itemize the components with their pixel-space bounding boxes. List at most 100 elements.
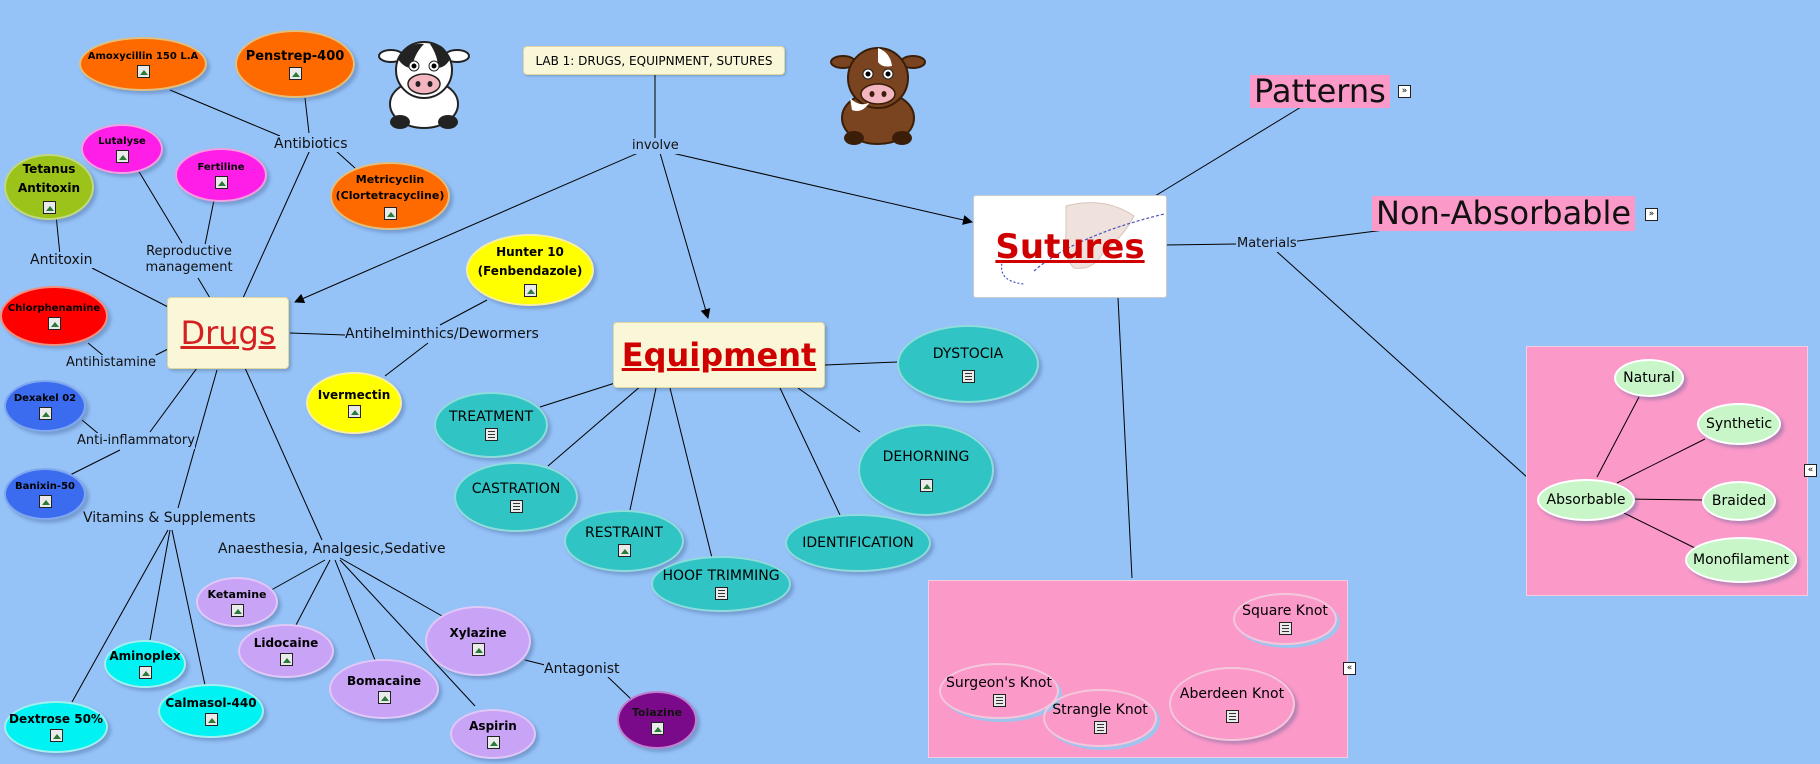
drug-hunter-label: Hunter 10 (Fenbendazole) [477,245,583,278]
map-title[interactable]: LAB 1: DRUGS, EQUIPNMENT, SUTURES [523,46,785,75]
drug-aspirin-label: Aspirin [469,719,517,733]
drug-amoxycillin-label: Amoxycillin 150 L.A [87,50,199,62]
image-icon[interactable] [347,405,361,418]
drug-amoxycillin[interactable]: Amoxycillin 150 L.A [79,37,207,91]
drug-bomacaine[interactable]: Bomacaine [329,659,439,719]
image-icon[interactable] [650,721,664,735]
link-vitamins[interactable]: Vitamins & Supplements [83,510,256,526]
link-antiinflammatory[interactable]: Anti-inflammatory [77,433,195,449]
drug-hunter[interactable]: Hunter 10 (Fenbendazole) [466,234,594,306]
equipment-hoof-label: HOOF TRIMMING [662,568,780,584]
link-antihelminthics[interactable]: Antihelminthics/Dewormers [345,326,539,342]
image-icon[interactable] [49,729,63,742]
drug-lutalyse[interactable]: Lutalyse [81,124,163,174]
drug-chlorphenamine[interactable]: Chlorphenamine [0,286,108,346]
drug-metricyclin[interactable]: Metricyclin (Clortetracycline) [330,162,450,230]
drugs-title: Drugs [180,314,276,352]
drug-fertiline-label: Fertiline [197,161,245,173]
document-icon[interactable] [509,500,523,513]
concept-non-absorbable[interactable]: Non-Absorbable [1372,196,1636,231]
document-icon[interactable] [961,369,975,383]
cow-brown-image [830,47,926,145]
image-icon[interactable] [38,494,52,508]
image-icon[interactable] [471,643,485,656]
image-icon[interactable] [115,149,129,163]
suture-absorbable[interactable]: Absorbable [1537,479,1635,521]
sutures-title: Sutures [995,226,1145,267]
document-icon[interactable] [484,428,498,441]
image-icon[interactable] [617,544,631,557]
expand-patterns-icon[interactable]: » [1398,85,1411,98]
image-icon[interactable] [279,653,293,666]
image-icon[interactable] [486,736,500,749]
suture-braided-label: Braided [1711,493,1767,509]
equipment-dehorning[interactable]: DEHORNING [858,424,994,516]
concept-drugs[interactable]: Drugs [167,297,289,369]
image-icon[interactable] [214,175,228,189]
suture-natural[interactable]: Natural [1614,359,1684,397]
link-materials[interactable]: Materials [1237,236,1297,252]
document-icon[interactable] [1278,622,1292,635]
document-icon[interactable] [992,694,1006,707]
image-icon[interactable] [136,64,150,78]
suture-synthetic[interactable]: Synthetic [1697,403,1781,445]
drug-dexakel[interactable]: Dexakel 02 [4,380,86,432]
knot-square[interactable]: Square Knot [1233,593,1337,645]
drug-banixin[interactable]: Banixin-50 [4,468,86,520]
image-icon[interactable] [47,316,61,330]
document-icon[interactable] [1225,709,1239,723]
expand-non-absorbable-icon[interactable]: » [1645,208,1658,221]
drug-aspirin[interactable]: Aspirin [450,709,536,759]
collapse-absorbable-icon[interactable]: « [1804,464,1817,477]
equipment-restraint[interactable]: RESTRAINT [564,510,684,572]
knot-surgeons[interactable]: Surgeon's Knot [939,663,1059,719]
document-icon[interactable] [1093,721,1107,734]
knot-aberdeen[interactable]: Aberdeen Knot [1169,667,1295,741]
drug-tetanus-antitoxin[interactable]: Tetanus Antitoxin [4,154,94,220]
drug-lidocaine[interactable]: Lidocaine [238,624,334,678]
equipment-identification[interactable]: IDENTIFICATION [785,514,931,572]
drug-aminoplex[interactable]: Aminoplex [104,640,186,688]
drug-penstrep[interactable]: Penstrep-400 [235,30,355,98]
suture-monofilament[interactable]: Monofilament [1685,537,1797,583]
drug-ketamine[interactable]: Ketamine [196,577,278,627]
image-icon[interactable] [138,666,152,679]
image-icon[interactable] [204,713,218,726]
concept-patterns[interactable]: Patterns [1250,75,1390,108]
equipment-hoof-trimming[interactable]: HOOF TRIMMING [651,556,791,612]
link-antibiotics[interactable]: Antibiotics [274,136,348,152]
suture-braided[interactable]: Braided [1702,481,1776,521]
image-icon[interactable] [38,406,52,420]
drug-tolazine[interactable]: Tolazine [617,691,697,749]
drug-calmasol[interactable]: Calmasol-440 [158,684,264,738]
drug-fertiline[interactable]: Fertiline [175,148,267,202]
drug-aminoplex-label: Aminoplex [109,649,181,663]
drug-xylazine[interactable]: Xylazine [425,606,531,676]
equipment-treatment[interactable]: TREATMENT [434,392,548,458]
knot-strangle[interactable]: Strangle Knot [1043,689,1157,747]
equipment-castration[interactable]: CASTRATION [454,462,578,532]
document-icon[interactable] [714,587,728,600]
link-reproductive[interactable]: Reproductive management [143,244,235,276]
link-involve[interactable]: involve [632,138,679,154]
image-icon[interactable] [230,603,244,617]
image-icon[interactable] [288,66,302,80]
drug-ivermectin[interactable]: Ivermectin [306,372,402,434]
link-antitoxin[interactable]: Antitoxin [30,252,93,268]
concept-equipment[interactable]: Equipment [613,322,825,388]
image-icon[interactable] [523,284,537,297]
drug-calmasol-label: Calmasol-440 [165,696,257,710]
drug-lutalyse-label: Lutalyse [98,135,146,147]
collapse-knots-icon[interactable]: « [1343,662,1356,675]
equipment-dystocia[interactable]: DYSTOCIA [897,325,1039,403]
link-anaesthesia[interactable]: Anaesthesia, Analgesic,Sedative [218,541,446,557]
image-icon[interactable] [919,478,933,492]
image-icon[interactable] [377,691,391,704]
drug-dextrose[interactable]: Dextrose 50% [4,701,108,753]
link-antagonist[interactable]: Antagonist [544,661,620,677]
image-icon[interactable] [42,201,56,214]
image-icon[interactable] [383,207,397,220]
concept-sutures[interactable]: Sutures [973,195,1167,298]
link-antihistamine[interactable]: Antihistamine [66,355,157,371]
knot-strangle-label: Strangle Knot [1052,702,1148,718]
